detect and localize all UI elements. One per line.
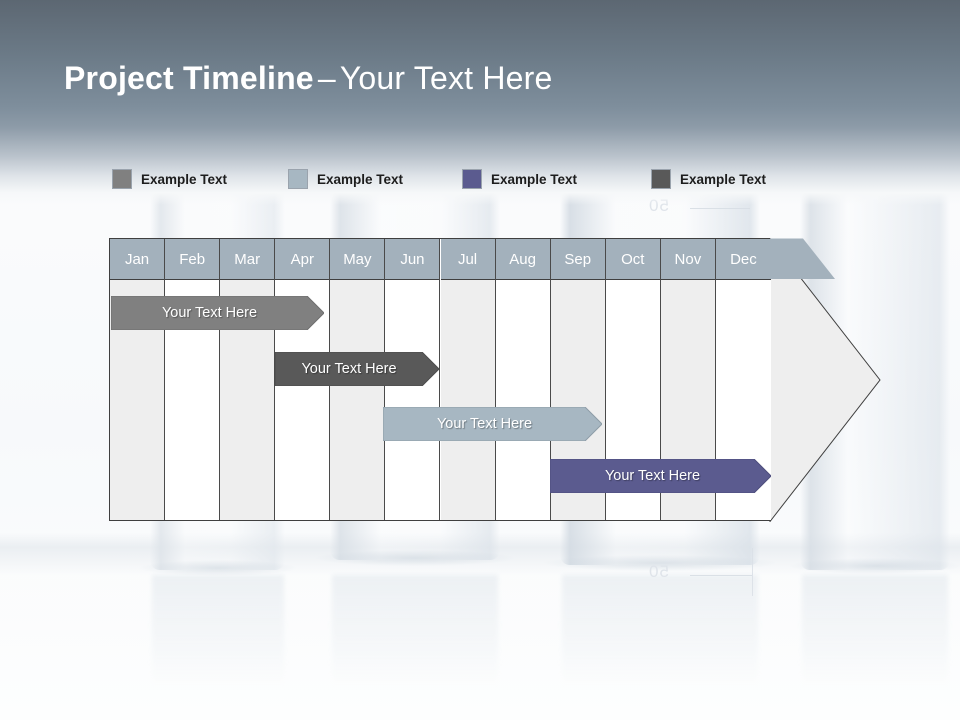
legend-item-1[interactable]: Example Text (112, 169, 227, 189)
page-title-separator: – (317, 60, 336, 96)
timeline-chart: Jan Feb Mar Apr May Jun Jul Aug Sep Oct … (109, 238, 881, 528)
timeline-bar-body-3: Your Text Here (383, 407, 602, 441)
month-header-apr: Apr (275, 239, 330, 280)
timeline-bar-label-2: Your Text Here (301, 361, 397, 377)
month-header-jul: Jul (440, 239, 495, 280)
timeline-bar-label-3: Your Text Here (436, 416, 533, 432)
beaker-base-4 (790, 558, 960, 574)
page-title-light: Your Text Here (339, 60, 553, 96)
legend-label-2: Example Text (317, 171, 404, 187)
timeline-bar-2[interactable]: Your Text Here (275, 352, 439, 386)
graduation-line-2 (752, 548, 753, 596)
legend-label-1: Example Text (141, 171, 228, 187)
legend-swatch-icon-2 (288, 169, 308, 189)
beaker-reflection-2 (332, 575, 498, 705)
timeline-bar-shape-3 (383, 407, 602, 441)
legend-swatch-icon-3 (462, 169, 482, 189)
timeline-bar-body-4: Your Text Here (550, 459, 771, 493)
month-header-nov: Nov (660, 239, 715, 280)
timeline-bar-label-1: Your Text Here (161, 305, 258, 321)
month-header-jun: Jun (385, 239, 440, 280)
timeline-bar-3[interactable]: Your Text Here (383, 407, 602, 441)
graduation-mark-bottom: 50 (648, 562, 669, 581)
legend-item-4[interactable]: Example Text (651, 169, 766, 189)
timeline-bar-body-1: Your Text Here (111, 296, 324, 330)
month-header-jan: Jan (110, 239, 165, 280)
timeline-bar-body-2: Your Text Here (275, 352, 439, 386)
timeline-bar-shape-4 (550, 459, 771, 493)
page-title: Project Timeline–Your Text Here (64, 60, 553, 97)
month-header-feb: Feb (165, 239, 220, 280)
month-header-may: May (330, 239, 385, 280)
legend-label-4: Example Text (680, 171, 767, 187)
legend: Example Text Example Text Example Text E… (112, 169, 812, 193)
month-column-jul[interactable]: Jul (440, 239, 496, 520)
beaker-base-1 (140, 560, 296, 576)
month-column-mar[interactable]: Mar (220, 239, 276, 520)
month-header-oct: Oct (605, 239, 660, 280)
month-column-feb[interactable]: Feb (165, 239, 221, 520)
legend-label-3: Example Text (491, 171, 578, 187)
legend-item-3[interactable]: Example Text (462, 169, 577, 189)
month-header-aug: Aug (495, 239, 550, 280)
beaker-base-2 (316, 550, 514, 566)
timeline-bar-shape-1 (111, 296, 324, 330)
legend-swatch-icon-1 (112, 169, 132, 189)
month-header-sep: Sep (550, 239, 605, 280)
month-header-dec: Dec (715, 239, 771, 280)
legend-item-2[interactable]: Example Text (288, 169, 403, 189)
beaker-reflection-4 (802, 575, 948, 705)
timeline-bar-4[interactable]: Your Text Here (550, 459, 771, 493)
graduation-line-1 (690, 575, 752, 576)
month-column-aug[interactable]: Aug (495, 239, 551, 520)
beaker-reflection-1 (152, 575, 284, 705)
timeline-bar-shape-2 (275, 352, 439, 386)
page-title-bold: Project Timeline (64, 60, 314, 96)
graduation-line-3 (690, 208, 750, 209)
month-header-mar: Mar (220, 239, 275, 280)
timeline-bar-label-4: Your Text Here (604, 468, 701, 484)
timeline-bar-1[interactable]: Your Text Here (111, 296, 324, 330)
beaker-reflection-3 (562, 575, 758, 705)
beaker-base-3 (544, 555, 776, 571)
timeline-arrow-head (769, 238, 881, 522)
month-column-jan[interactable]: Jan (110, 239, 166, 520)
legend-swatch-icon-4 (651, 169, 671, 189)
